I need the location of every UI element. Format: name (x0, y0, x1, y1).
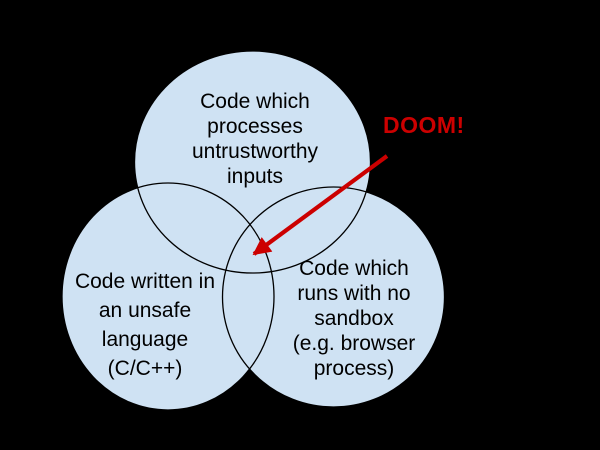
label-line: (C/C++) (107, 357, 183, 380)
label-line: untrustworthy (191, 140, 319, 163)
label-line: an unsafe (98, 299, 192, 322)
label-line: inputs (226, 165, 284, 188)
circle-no-sandbox (222, 187, 445, 407)
label-line: (e.g. browser (292, 332, 416, 355)
doom-arrow (252, 154, 389, 256)
label-no-sandbox: Code which runs with no sandbox (e.g. br… (244, 256, 464, 381)
venn-fills (62, 51, 445, 410)
label-line: process) (313, 357, 395, 380)
label-line: Code which (299, 257, 409, 280)
label-line: language (101, 328, 189, 351)
label-untrustworthy-inputs: Code which processes untrustworthy input… (145, 89, 365, 189)
circle-outline-unsafe-language (61, 182, 275, 411)
circle-outline-no-sandbox (221, 186, 446, 408)
label-line: sandbox (314, 307, 394, 330)
label-line: processes (207, 115, 303, 138)
venn-outlines (61, 50, 446, 411)
doom-label: DOOM! (383, 112, 465, 138)
label-line: Code written in (74, 270, 216, 293)
label-unsafe-language: Code written in an unsafe language (C/C+… (35, 267, 255, 383)
circle-outline-untrustworthy-inputs (133, 50, 372, 274)
circle-unsafe-language (62, 183, 274, 410)
label-line: Code which (200, 90, 310, 113)
label-line: runs with no (297, 282, 411, 305)
